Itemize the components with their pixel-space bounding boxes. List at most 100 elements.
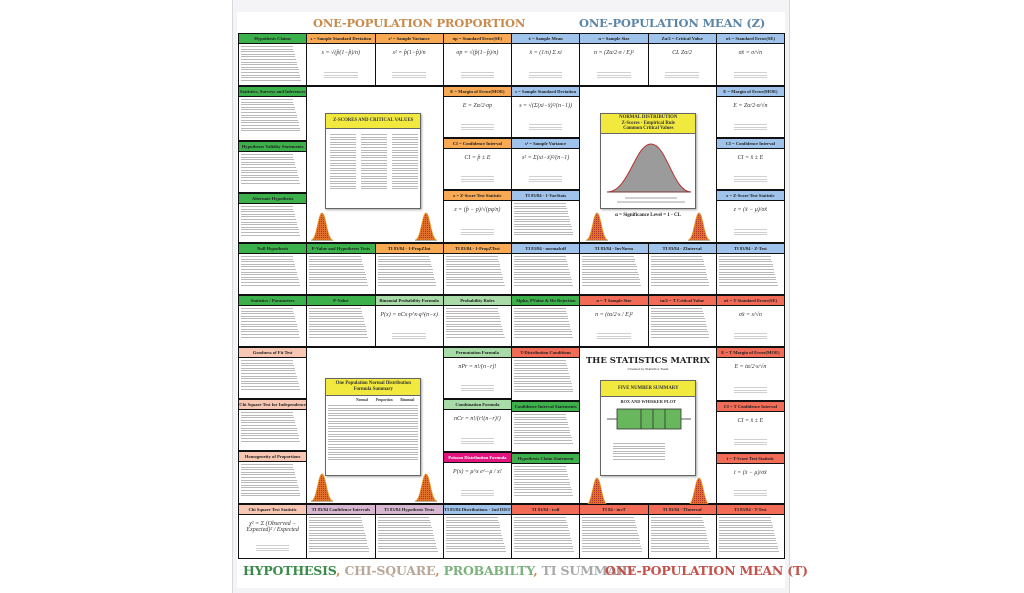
card-formula: s² = p̂(1−p̂)/n	[392, 50, 426, 56]
card-body-text	[377, 256, 441, 287]
card-body-text	[241, 412, 304, 443]
document-page[interactable]: ONE-POPULATION PROPORTION ONE-POPULATION…	[232, 0, 808, 593]
card-header: TI 83/84 Hypothesis Tests	[375, 505, 443, 515]
card-header: Alternate Hypothesis	[239, 194, 307, 204]
card-header: CI = T Confidence Interval	[716, 402, 784, 412]
card-body-text	[514, 360, 577, 394]
formula-card-p-value-and-hypotheses-tests: P-Value and Hypotheses Tests	[306, 243, 376, 295]
card-header: TI 83/84 - 1-PropZInt	[375, 244, 443, 254]
formula-card-t-distribution-conditions: T-Distribution Conditions	[511, 347, 581, 401]
box-whisker-plot	[605, 405, 693, 444]
card-legend-text	[444, 124, 511, 132]
card-body-text	[377, 517, 441, 553]
card-body-text	[445, 256, 509, 287]
card-header: t = T-Score Test Statistic	[716, 454, 784, 464]
card-legend-text	[580, 333, 647, 341]
card-legend-text	[580, 72, 647, 80]
card-header: TI 83/84 - T-Test	[716, 505, 784, 515]
formula-card-hypothesis-claim-statement: Hypothesis Claim Statement	[511, 453, 581, 504]
card-body-text	[241, 99, 304, 133]
card-body-text	[309, 256, 372, 287]
poster-title-line: Z-Scores - Empirical Rule	[621, 120, 675, 126]
card-legend-text	[239, 545, 306, 553]
card-header: s = Sample Standard Deviation	[512, 87, 580, 97]
card-header: Combination Formula	[443, 400, 511, 410]
formula-card-probability-rules: Probability Rules	[442, 295, 512, 347]
card-formula: nPr = n!/(n−r)!	[458, 364, 497, 370]
card-body-text	[241, 464, 304, 498]
card-body-text	[582, 256, 645, 287]
formula-card-ti-83-84-tcdf: TI 83/84 - tcdf	[511, 504, 581, 559]
card-body-text	[514, 466, 577, 497]
formula-card-e-t-margin-of-error-moe: E = T Margin of Error(MOE)E = tα/2·s/√n	[715, 347, 785, 401]
card-header: Alpha, PValue & Ho Rejection	[512, 296, 580, 306]
card-formula: E = Zα/2·σ/√n	[733, 103, 768, 109]
formula-card-e-margin-of-error-moe: E = Margin of Error(MOE)E = Zα/2·σ/√n	[715, 86, 785, 138]
card-header: Hypothesis Claim Statement	[512, 454, 580, 464]
card-body-text	[514, 414, 577, 445]
bell-curve-icon	[586, 211, 609, 241]
card-header: σx̄ = Standard Error(SE)	[716, 34, 784, 44]
card-header: Zα/2 = Critical Value	[648, 34, 716, 44]
z-scores-poster-title: Z-SCORES AND CRITICAL VALUES	[326, 114, 421, 129]
z-scores-poster-thumbnail: Z-SCORES AND CRITICAL VALUES	[325, 113, 422, 209]
card-body-text	[241, 154, 304, 185]
five-number-summary-title: FIVE NUMBER SUMMARY	[601, 381, 696, 397]
card-formula: E = Zα/2·σp	[462, 103, 493, 109]
significance-level-caption: α = Significance Level = 1 - CL	[615, 213, 681, 218]
formula-card-e-margin-of-error-moe: E = Margin of Error(MOE) E = Zα/2·σp	[442, 86, 512, 138]
card-header: TI 83/84 - TInterval	[648, 505, 716, 515]
card-body-text	[309, 308, 372, 339]
formula-card-confidence-interval-statements: Confidence Interval Statements	[511, 401, 581, 453]
formula-card-homogeneity-of-proportions: Homogeneity of Proportions	[238, 451, 308, 504]
section-title-one-population-mean-z: ONE-POPULATION MEAN (Z)	[579, 16, 766, 30]
formula-card-statistics-surveys-and-inferences: Statistics, Surveys and Inferences	[238, 86, 308, 141]
card-formula: z = (x̄ − μ)/σx̄	[733, 207, 768, 213]
card-header: TI 83/84 - 1-PropZTest	[443, 244, 511, 254]
section-title-one-population-proportion: ONE-POPULATION PROPORTION	[313, 16, 526, 30]
card-body-text	[514, 203, 577, 237]
card-legend-text	[444, 72, 511, 80]
card-header: T-Distribution Conditions	[512, 348, 580, 358]
card-header: TI 83/84 - tcdf	[512, 505, 580, 515]
card-legend-text	[717, 333, 784, 341]
card-header: P-Value and Hypotheses Tests	[307, 244, 375, 254]
card-legend-text	[717, 124, 784, 132]
card-formula: χ² = Σ (Observed − Expected)² / Expected	[246, 521, 299, 533]
card-legend-text	[444, 490, 511, 498]
card-header: s² = Sample Variance	[512, 139, 580, 149]
title-segment: HYPOTHESIS	[243, 563, 337, 578]
card-legend-text	[717, 439, 784, 447]
formula-card-x-t-standard-error-se: σx̄ = T Standard Error(SE)σx̄ = s/√n	[715, 295, 785, 347]
card-header: TI 83/84 - 1-VarStats	[512, 191, 580, 201]
card-formula: σx̄ = σ/√n	[738, 50, 763, 56]
card-header: tα/2 = T Critical Value	[648, 296, 716, 306]
statistics-matrix-subtitle: Created by Statistics Team	[627, 367, 669, 371]
card-body-text	[241, 360, 304, 391]
card-header: Goodness of Fit Test	[239, 348, 307, 358]
card-legend-text	[717, 229, 784, 237]
card-body-text	[514, 308, 577, 339]
formula-card-null-hypothesis: Null Hypothesis	[238, 243, 308, 295]
card-header: CI = Confidence Interval	[443, 139, 511, 149]
statistics-matrix-poster: ONE-POPULATION PROPORTION ONE-POPULATION…	[237, 12, 808, 588]
viewer-background-right	[790, 0, 1024, 593]
poster-title-line: One Population Normal Distribution	[335, 381, 411, 386]
card-header: E = Margin of Error(MOE)	[443, 87, 511, 97]
card-formula: s = √(Σ(xi−x̄)²/(n−1))	[519, 103, 573, 109]
formula-card-ti-83-84-normalcdf: TI 83/84 - normalcdf	[511, 243, 581, 295]
card-formula: σx̄ = s/√n	[738, 312, 762, 318]
card-legend-text	[512, 72, 579, 80]
formula-card-goodness-of-fit-test: Goodness of Fit Test	[238, 347, 308, 399]
poster-title-line: NORMAL DISTRIBUTION	[619, 115, 678, 120]
